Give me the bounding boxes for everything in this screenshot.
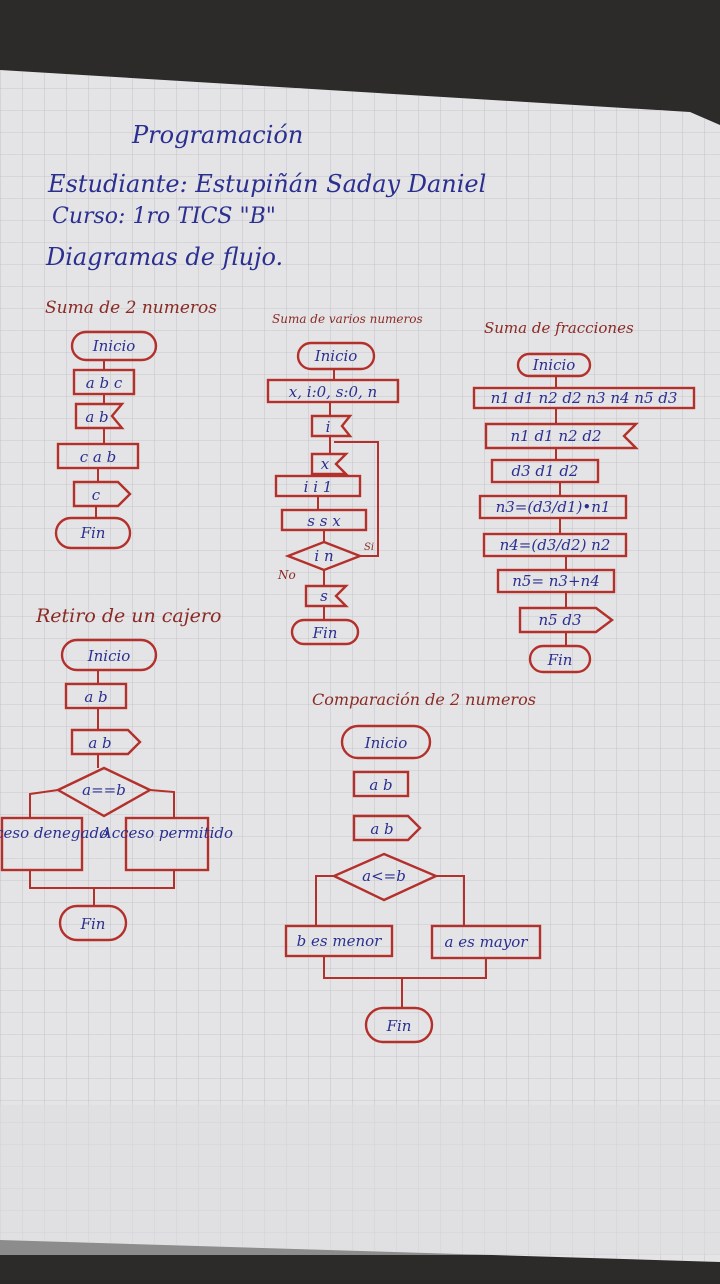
node-label: c (92, 486, 101, 504)
fracciones-declare (472, 386, 696, 410)
fracciones-output (518, 606, 614, 634)
node-label: n1 d1 n2 d2 (510, 427, 601, 445)
fracciones-start (516, 352, 592, 378)
suma-varios-start (296, 341, 376, 371)
suma-varios-end (290, 618, 360, 646)
node-label: n5= n3+n4 (512, 572, 600, 590)
node-label: n1 d1 n2 d2 n3 n4 n5 d3 (491, 389, 678, 407)
suma-fracciones-title: Suma de fracciones (484, 319, 634, 337)
node-label: x (321, 455, 330, 473)
fracciones-end (528, 644, 592, 674)
node-label: s s x (307, 512, 341, 530)
node-label: a<=b (362, 867, 406, 885)
node-label: n4=(d3/d2) n2 (500, 536, 611, 554)
node-label: Inicio (532, 356, 576, 374)
node-label: Inicio (87, 647, 131, 665)
node-label: Acceso denegado (0, 824, 108, 842)
suma-dos-title: Suma de 2 numeros (45, 298, 217, 318)
comparacion-end (364, 1006, 434, 1044)
node-label: Fin (386, 1017, 412, 1035)
node-label: a==b (82, 781, 126, 799)
node-label: a b (84, 688, 107, 706)
node-label: Fin (547, 651, 573, 669)
node-label: x, i:0, s:0, n (289, 383, 377, 401)
suma-varios-flowchart: Inicio x, i:0, s:0, n i x i i 1 s s x i … (266, 341, 400, 646)
suma-varios-declare (266, 378, 400, 404)
suma-varios-title: Suma de varios numeros (272, 312, 423, 326)
node-label: Fin (80, 524, 106, 542)
node-label: b es menor (297, 932, 383, 950)
retiro-allowed (124, 816, 210, 872)
retiro-flowchart: Inicio a b a b a==b Acceso denegado Acce… (0, 638, 233, 942)
node-label: Si (364, 542, 374, 553)
subtitle: Diagramas de flujo. (45, 243, 283, 271)
retiro-denied (0, 816, 84, 872)
comparacion-declare (352, 770, 410, 798)
suma-dos-flowchart: Inicio a b c a b c a b c Fin (54, 330, 158, 550)
page-title: Programación (131, 121, 303, 149)
fracciones-input (484, 422, 639, 450)
fracciones-common-denominator (490, 458, 600, 484)
fracciones-n4 (482, 532, 628, 558)
node-label: No (277, 568, 296, 582)
node-label: a b (88, 734, 111, 752)
node-label: Inicio (314, 347, 358, 365)
comparacion-start (340, 724, 432, 760)
comparacion-decision (331, 852, 439, 902)
node-label: a b (369, 776, 392, 794)
suma-fracciones-flowchart: Inicio n1 d1 n2 d2 n3 n4 n5 d3 n1 d1 n2 … (472, 352, 696, 674)
retiro-title: Retiro de un cajero (35, 605, 221, 627)
node-label: Inicio (92, 337, 136, 355)
node-label: d3 d1 d2 (512, 462, 579, 480)
node-label: Acceso permitido (99, 824, 233, 842)
node-label: n5 d3 (538, 611, 581, 629)
suma-dos-start (70, 330, 158, 362)
node-label: i (326, 418, 331, 436)
retiro-end (58, 904, 128, 942)
comparacion-less (284, 924, 394, 958)
course-line: Curso: 1ro TICS "B" (52, 204, 276, 229)
node-label: s (320, 587, 328, 605)
fracciones-n3 (478, 494, 628, 520)
node-label: a b (370, 820, 393, 838)
node-label: a es mayor (445, 933, 529, 951)
suma-dos-output (72, 480, 132, 508)
suma-dos-end (54, 516, 132, 550)
suma-varios-input-x (310, 452, 349, 476)
node-label: c a b (80, 448, 116, 466)
node-label: Fin (312, 624, 338, 642)
suma-varios-input-n (310, 414, 353, 438)
retiro-decision (55, 766, 153, 818)
fracciones-n5 (496, 568, 616, 594)
node-label: i n (314, 547, 333, 565)
student-line: Estudiante: Estupiñán Saday Daniel (47, 170, 486, 198)
suma-dos-input (74, 402, 125, 430)
retiro-declare (64, 682, 128, 710)
retiro-input (70, 728, 142, 756)
comparacion-flowchart: Inicio a b a b a<=b b es menor a es mayo… (284, 724, 542, 1044)
node-label: Fin (80, 915, 106, 933)
node-label: Inicio (364, 734, 408, 752)
comparacion-input (352, 814, 422, 842)
node-label: a b c (86, 374, 123, 392)
retiro-start (60, 638, 158, 672)
node-label: a b (85, 408, 108, 426)
node-label: i i 1 (304, 478, 333, 496)
comparacion-title: Comparación de 2 numeros (312, 690, 536, 709)
suma-varios-output (304, 584, 349, 608)
node-label: n3=(d3/d1)•n1 (496, 498, 611, 516)
